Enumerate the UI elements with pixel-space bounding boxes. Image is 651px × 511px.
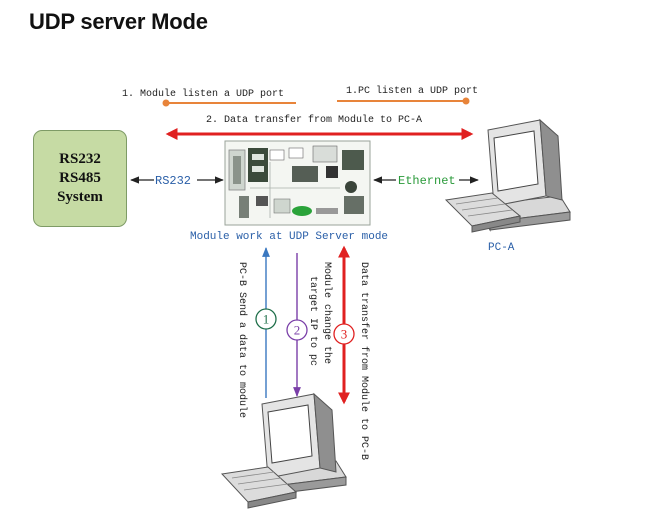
rs232-link-label: RS232: [155, 174, 191, 188]
rs232-rs485-system-box: RS232 RS485 System: [33, 130, 127, 227]
pc-listen-line: [337, 97, 470, 105]
pc-listen-label: 1.PC listen a UDP port: [346, 85, 478, 97]
ethernet-link-label: Ethernet: [398, 174, 456, 188]
step2-badge: 2: [286, 319, 308, 341]
pc-a-label: PC-A: [488, 242, 515, 254]
system-box-line-1: RS232: [59, 151, 101, 167]
module-listen-label: 1. Module listen a UDP port: [122, 88, 284, 100]
system-box-line-2: RS485: [59, 170, 101, 186]
pc-b-computer-icon: [220, 392, 347, 509]
step1-number: 1: [263, 312, 270, 327]
step3-number: 3: [341, 327, 348, 342]
step1-text: PC-B Send a data to module: [236, 262, 248, 418]
module-caption: Module work at UDP Server mode: [190, 231, 388, 243]
transfer-pc-a-label: 2. Data transfer from Module to PC-A: [206, 114, 422, 126]
step3-text: Data transfer from Module to PC-B: [358, 262, 370, 460]
system-box-line-3: System: [57, 189, 103, 205]
step2-text-line1: Module change the: [321, 262, 333, 364]
pc-a-computer-icon: [444, 118, 571, 233]
step2-text-line2: target IP to pc: [307, 276, 318, 366]
step3-badge: 3: [333, 323, 355, 345]
step1-badge: 1: [255, 308, 277, 330]
module-listen-line: [162, 99, 296, 107]
step2-number: 2: [294, 323, 301, 338]
page-title: UDP server Mode: [29, 9, 208, 34]
module-board-image: [224, 140, 371, 226]
